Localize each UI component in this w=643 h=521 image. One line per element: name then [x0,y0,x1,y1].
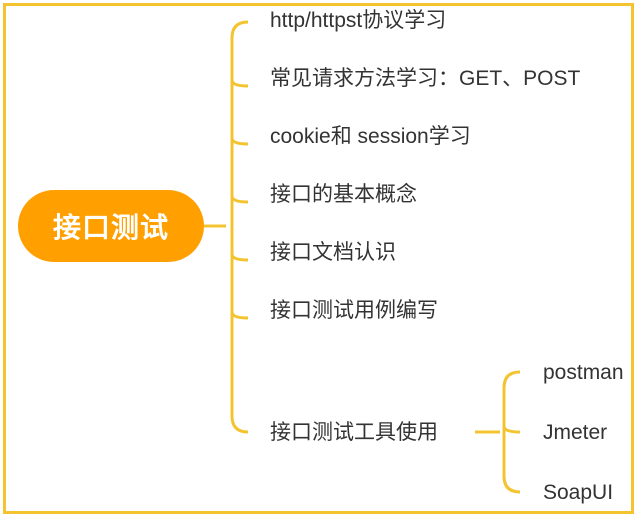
tools-spine [502,370,521,494]
tool-soapui[interactable]: SoapUI [543,481,614,504]
branch-tick-1 [230,79,249,88]
topic-test-tools[interactable]: 接口测试工具使用 [270,421,438,444]
diagram-frame [3,3,634,514]
branch-tick-5 [230,311,249,320]
topic-http-protocol[interactable]: http/httpst协议学习 [270,9,447,32]
topic-test-cases[interactable]: 接口测试用例编写 [270,299,438,322]
branch-tick-3 [230,195,249,204]
tool-postman[interactable]: postman [543,361,624,384]
topic-cookie-session[interactable]: cookie和 session学习 [270,125,471,148]
branch-tick-4 [230,253,249,262]
topic-interface-docs[interactable]: 接口文档认识 [270,241,396,264]
root-node[interactable]: 接口测试 [18,190,204,262]
branch-tick-2 [230,137,249,146]
topic-request-methods[interactable]: 常见请求方法学习：GET、POST [270,67,581,90]
tool-jmeter[interactable]: Jmeter [543,421,608,444]
topic-interface-basics[interactable]: 接口的基本概念 [270,183,417,206]
tools-tick [502,425,521,434]
topic-spine [230,20,249,434]
